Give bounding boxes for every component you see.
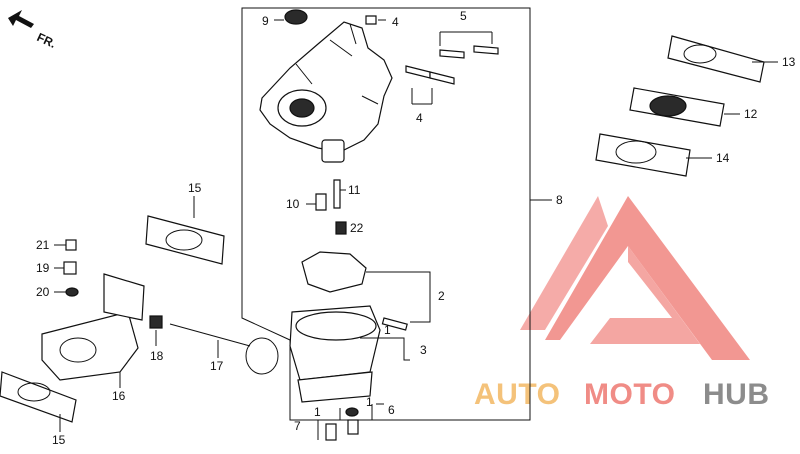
callout-6: 6: [388, 403, 395, 417]
watermark-hub: HUB: [703, 378, 770, 411]
gasket-15-lower: [0, 371, 77, 423]
gasket-14: [595, 133, 691, 177]
assembly-frame: [241, 7, 531, 421]
rod-17: [169, 323, 279, 375]
callout-1-bowl: 1: [384, 323, 391, 337]
callout-21: 21: [36, 238, 50, 252]
callout-22: 22: [350, 221, 364, 235]
callout-8: 8: [556, 193, 563, 207]
callout-4-mid: 4: [416, 111, 423, 125]
drain-screws: [325, 407, 359, 441]
small-bolts-left: [63, 239, 79, 297]
callout-2: 2: [438, 289, 445, 303]
callout-1-washer: 1: [366, 395, 373, 409]
callout-10: 10: [286, 197, 300, 211]
gasket-15-upper: [145, 215, 225, 265]
callout-15-upper: 15: [188, 181, 202, 195]
direction-arrow-icon: FR.: [8, 10, 58, 51]
callout-1-screw: 1: [314, 405, 321, 419]
watermark-auto: AUTO: [474, 378, 560, 411]
direction-label: FR.: [35, 30, 58, 51]
callout-7: 7: [294, 419, 301, 433]
callout-18: 18: [150, 349, 164, 363]
callout-9: 9: [262, 14, 269, 28]
watermark-logo: [520, 196, 750, 360]
callout-4-top: 4: [392, 15, 399, 29]
insulator-12: [629, 87, 725, 127]
callout-11: 11: [348, 183, 361, 197]
watermark-text: AUTO MOTO HUB: [474, 378, 770, 411]
screw-and-spring-group-top: [284, 9, 499, 105]
watermark-moto: MOTO: [584, 378, 675, 411]
callout-5: 5: [460, 9, 467, 23]
carburetor-body: [259, 21, 393, 163]
callout-14: 14: [716, 151, 730, 165]
grommet-18: [149, 315, 163, 329]
callout-15-lower: 15: [52, 433, 66, 447]
callout-labels: 9 4 5 4 13 12 14 8 15 10 11 22 21 19 20 …: [36, 9, 796, 447]
callout-17: 17: [210, 359, 224, 373]
callout-13: 13: [782, 55, 796, 69]
bracket-16: [41, 273, 145, 381]
leader-lines: [54, 19, 778, 440]
callout-12: 12: [744, 107, 758, 121]
float-chamber: [289, 251, 408, 403]
gasket-13: [667, 35, 765, 83]
needle-parts: [315, 179, 347, 235]
callout-20: 20: [36, 285, 50, 299]
callout-19: 19: [36, 261, 50, 275]
callout-3: 3: [420, 343, 427, 357]
callout-16: 16: [112, 389, 126, 403]
